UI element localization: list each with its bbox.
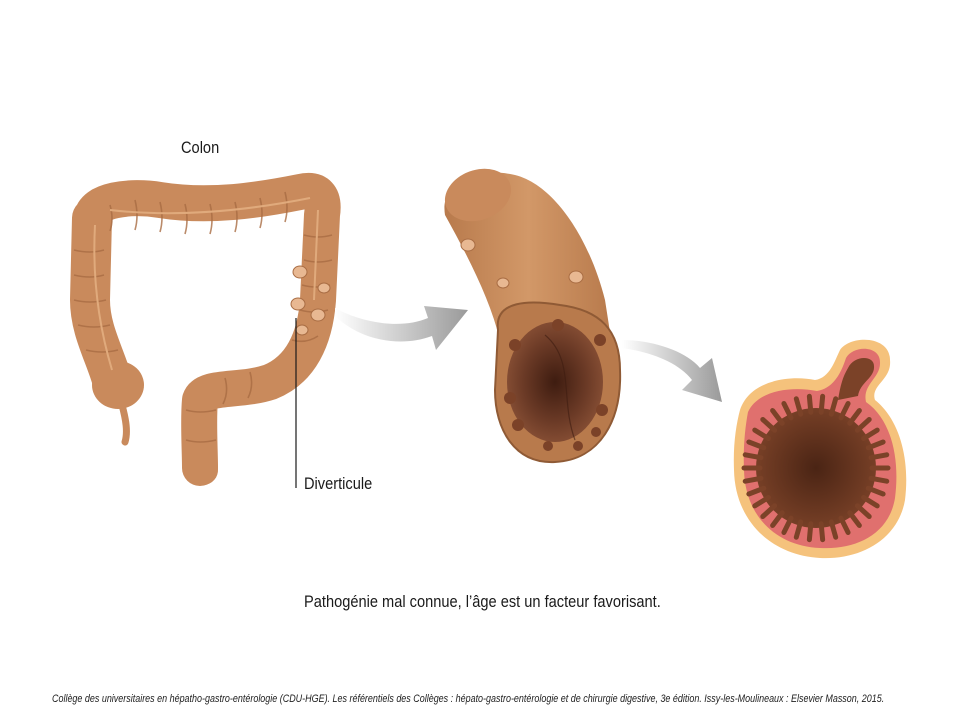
- mucosal-fold: [865, 485, 886, 497]
- mucosal-fold: [861, 494, 880, 509]
- colon-illustration: [69, 173, 341, 486]
- mucosal-fold: [854, 416, 872, 433]
- mucosal-fold: [746, 485, 767, 497]
- caption: Pathogénie mal connue, l’âge est un fact…: [304, 592, 661, 611]
- mucosal-fold: [806, 393, 814, 415]
- mucosal-fold: [752, 494, 771, 509]
- mucosal-fold: [770, 510, 785, 528]
- mucosal-fold: [847, 408, 862, 426]
- mucosal-fold: [742, 452, 764, 461]
- source-citation: Collège des universitaires en hépatho-ga…: [52, 693, 885, 705]
- mucosal-fold: [818, 393, 826, 415]
- mucosal-fold: [760, 503, 778, 520]
- mucosal-fold: [865, 439, 886, 451]
- mucosal-fold: [770, 408, 785, 426]
- diverticule-label: Diverticule: [304, 474, 373, 493]
- mucosal-fold: [861, 427, 880, 442]
- colon-segment-illustration: [444, 168, 622, 464]
- mucosal-fold: [752, 427, 771, 442]
- mucosal-fold: [868, 452, 890, 461]
- mucosal-fold: [793, 396, 804, 417]
- colon-label: Colon: [181, 138, 220, 157]
- diverticulum-cross-section: [733, 339, 907, 559]
- mucosal-fold: [746, 439, 767, 451]
- mucosal-fold: [868, 475, 890, 484]
- mucosal-fold: [818, 521, 826, 543]
- mucosal-fold: [760, 416, 778, 433]
- mucosal-fold: [806, 521, 814, 543]
- arrow-right-icon: [335, 306, 468, 350]
- mucosal-fold: [828, 396, 839, 417]
- arrow-down-right-icon: [622, 340, 722, 402]
- mucosal-fold: [838, 515, 851, 535]
- mucosal-fold: [828, 519, 839, 540]
- mucosal-fold: [854, 503, 872, 520]
- mucosal-fold: [793, 519, 804, 540]
- mucosal-folds: [741, 393, 891, 543]
- mucosal-fold: [742, 475, 764, 484]
- mucosal-fold: [781, 515, 794, 535]
- mucosal-fold: [781, 401, 794, 421]
- mucosal-fold: [838, 401, 851, 421]
- mucosal-fold: [847, 510, 862, 528]
